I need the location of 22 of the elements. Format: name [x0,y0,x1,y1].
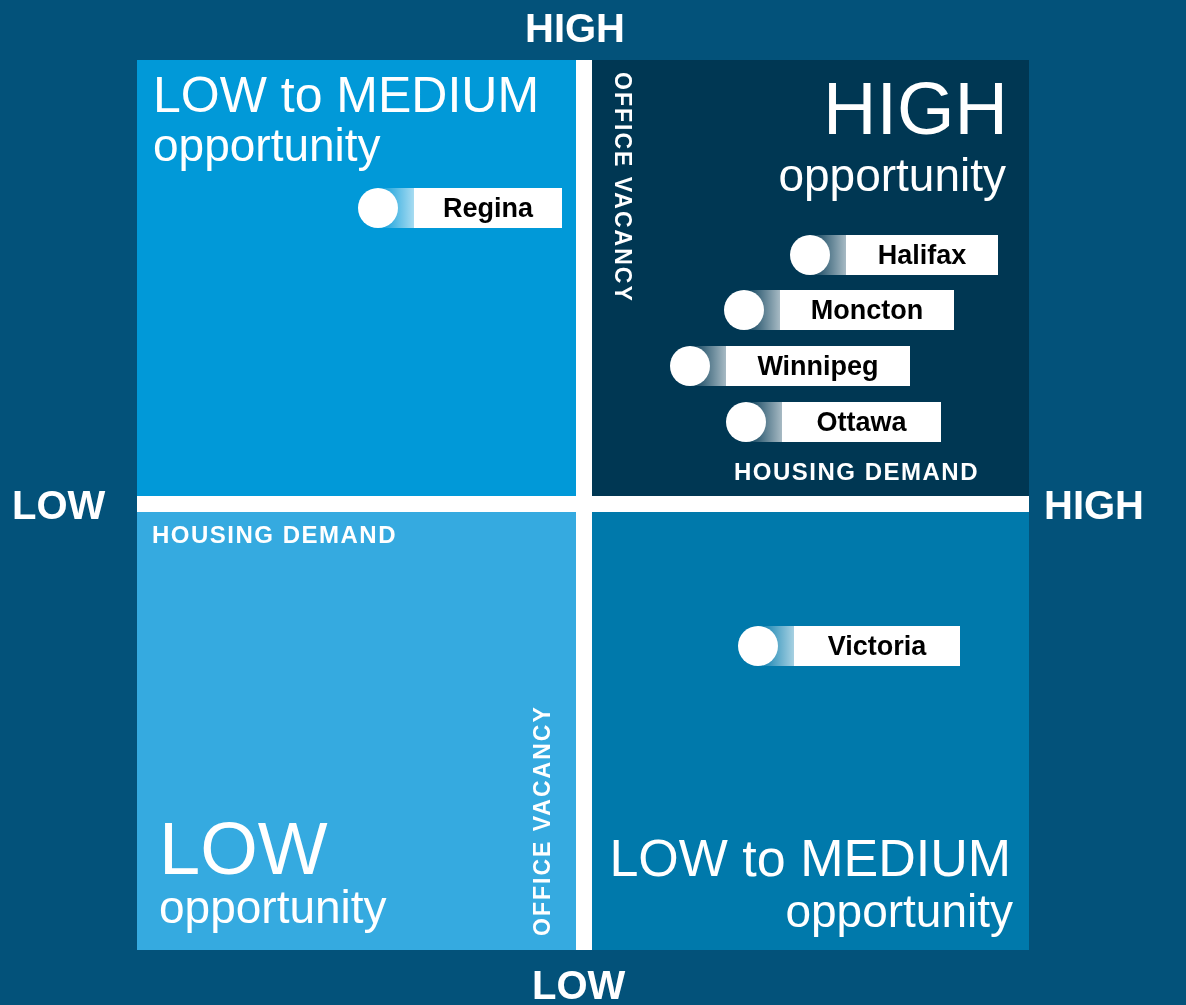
axis-label: LOW [12,485,106,525]
quadrant-panel [137,60,576,496]
city-marker [726,402,941,442]
axis-title: OFFICE VACANCY [531,705,554,936]
axis-label: LOW [532,965,626,1005]
axis-title: HOUSING DEMAND [152,523,397,547]
quadrant-heading: LOW to MEDIUM [609,832,1011,884]
city-marker [724,290,954,330]
quadrant-heading: LOW to MEDIUM [153,70,540,120]
axis-label: HIGH [525,8,625,48]
quadrant-heading: HIGH [823,72,1008,146]
axis-title: HOUSING DEMAND [734,460,979,484]
quadrant-panel [137,512,576,950]
quadrant-panel [592,60,1029,496]
city-marker [790,235,998,275]
quadrant-heading: LOW [159,812,328,886]
city-marker [670,346,910,386]
axis-title: OFFICE VACANCY [611,72,634,303]
city-marker [358,188,562,228]
axis-label: HIGH [1044,485,1144,525]
city-marker [738,626,960,666]
quadrant-panel [592,512,1029,950]
